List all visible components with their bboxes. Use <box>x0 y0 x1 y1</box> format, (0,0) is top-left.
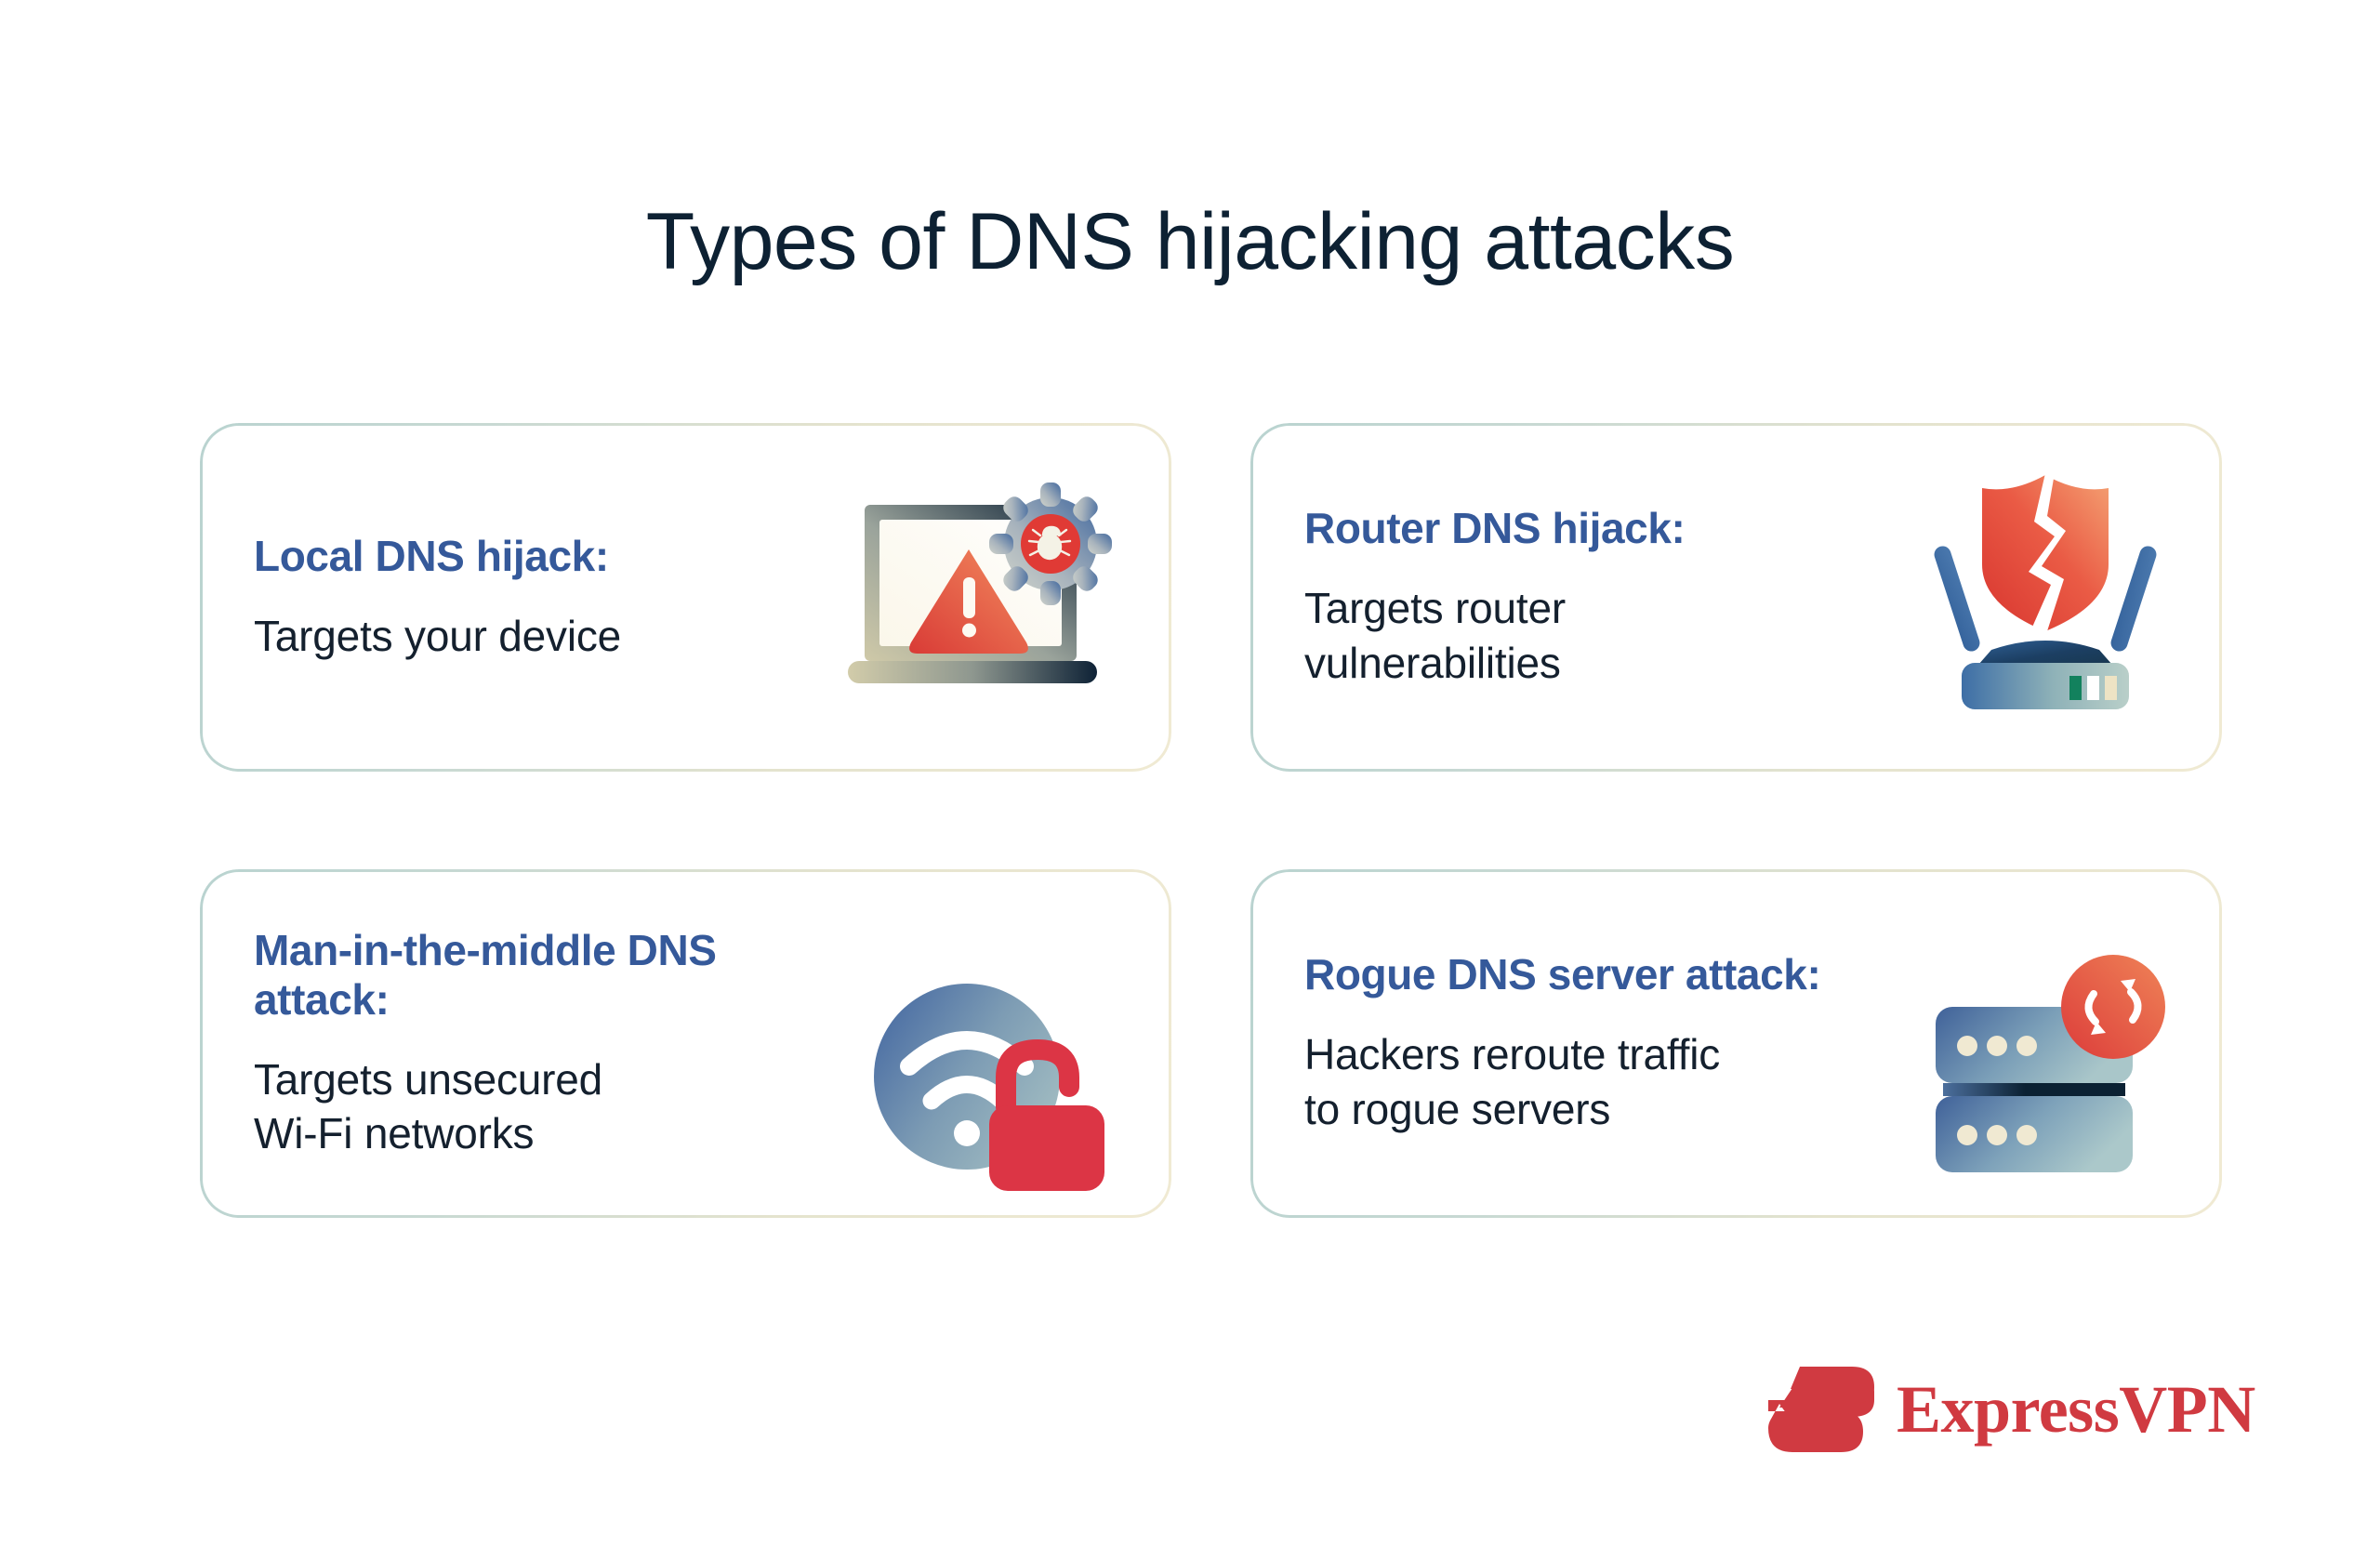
card-rogue-dns-server-attack[interactable]: Rogue DNS server attack: Hackers reroute… <box>1250 869 2222 1218</box>
server-stack-refresh-icon <box>1923 953 2183 1185</box>
expressvpn-logo[interactable]: ExpressVPN <box>1766 1363 2255 1456</box>
card-heading: Local DNS hijack: <box>254 531 609 580</box>
card-text-block: Rogue DNS server attack: Hackers reroute… <box>1304 950 1899 1137</box>
wifi-open-padlock-icon <box>865 970 1116 1202</box>
card-heading: Router DNS hijack: <box>1304 504 1686 553</box>
card-router-dns-hijack[interactable]: Router DNS hijack: Targets router vulner… <box>1250 423 2222 772</box>
card-text-block: Local DNS hijack: Targets your device <box>254 532 849 664</box>
page-title: Types of DNS hijacking attacks <box>645 196 1735 286</box>
card-body: Targets router vulnerabilities <box>1304 584 1566 687</box>
card-text-block: Man-in-the-middle DNS attack: Targets un… <box>254 926 849 1162</box>
card-body: Hackers reroute traffic to rogue servers <box>1304 1030 1721 1133</box>
expressvpn-e-mark-icon <box>1766 1363 1876 1456</box>
expressvpn-wordmark: ExpressVPN <box>1897 1372 2255 1447</box>
router-broken-shield-icon <box>1906 468 2185 714</box>
card-mitm-dns-attack[interactable]: Man-in-the-middle DNS attack: Targets un… <box>200 869 1171 1218</box>
attack-types-grid: Local DNS hijack: Targets your device <box>200 423 2222 1218</box>
card-heading: Man-in-the-middle DNS attack: <box>254 925 717 1024</box>
card-local-dns-hijack[interactable]: Local DNS hijack: Targets your device <box>200 423 1171 772</box>
card-text-block: Router DNS hijack: Targets router vulner… <box>1304 504 1899 691</box>
card-heading: Rogue DNS server attack: <box>1304 950 1821 999</box>
card-body: Targets your device <box>254 611 622 660</box>
card-body: Targets unsecured Wi-Fi networks <box>254 1054 603 1158</box>
laptop-warning-bug-gear-icon <box>829 468 1127 700</box>
